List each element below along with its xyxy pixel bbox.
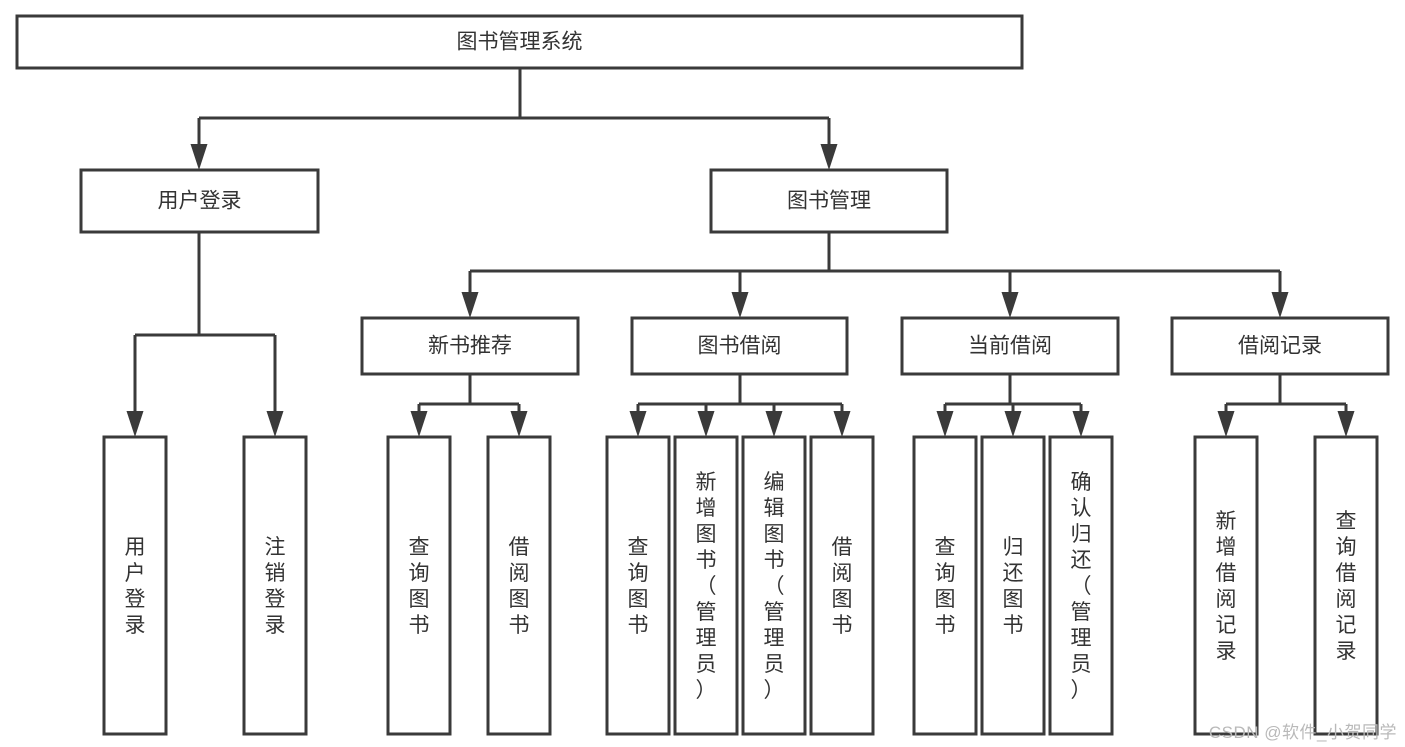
- connector-user-login-to-leaves: [126, 232, 284, 437]
- node-box[interactable]: [1313, 435, 1379, 736]
- node-label: 借阅图书: [832, 536, 853, 637]
- arrow-head-icon: [1271, 292, 1289, 318]
- arrow-head-icon: [697, 411, 715, 437]
- connector-root-to-level2: [190, 68, 838, 170]
- node-label: 新增借阅记录: [1216, 510, 1237, 663]
- node-box[interactable]: [709, 168, 949, 234]
- arrow-head-icon: [629, 411, 647, 437]
- node-label: 新增图书（管理员）: [696, 471, 717, 702]
- node-label: 确认归还（管理员）: [1071, 471, 1092, 702]
- node-box[interactable]: [242, 435, 308, 736]
- arrow-head-icon: [266, 411, 284, 437]
- csdn-watermark: CSDN @软件_小贺同学: [1208, 723, 1397, 742]
- nodes-layer: 图书管理系统用户登录图书管理新书推荐图书借阅当前借阅借阅记录用户登录注销登录查询…: [15, 14, 1390, 736]
- node-label: 用户登录: [125, 536, 146, 637]
- arrow-head-icon: [936, 411, 954, 437]
- leaf-node-leaf-return-book[interactable]: 归还图书: [980, 435, 1046, 736]
- node-box[interactable]: [900, 316, 1120, 376]
- node-box[interactable]: [15, 14, 1024, 70]
- node-box[interactable]: [1170, 316, 1390, 376]
- node-label: 查询图书: [628, 536, 649, 637]
- node-label: 编辑图书（管理员）: [764, 471, 785, 702]
- leaf-node-leaf-add-book[interactable]: 新增图书（管理员）: [673, 435, 739, 736]
- arrow-head-icon: [190, 144, 208, 170]
- arrow-head-icon: [410, 411, 428, 437]
- node-label: 注销登录: [265, 536, 286, 637]
- leaf-node-leaf-edit-book[interactable]: 编辑图书（管理员）: [741, 435, 807, 736]
- node-label: 图书管理: [787, 190, 871, 213]
- connector-book-management-to-level3: [461, 232, 1289, 318]
- node-box[interactable]: [386, 435, 452, 736]
- node-label: 查询借阅记录: [1336, 510, 1357, 663]
- node-box[interactable]: [1193, 435, 1259, 736]
- node-box[interactable]: [980, 435, 1046, 736]
- leaf-node-leaf-confirm-return[interactable]: 确认归还（管理员）: [1048, 435, 1114, 736]
- connector-book-borrow-to-leaves: [629, 374, 851, 437]
- leaf-node-leaf-query-borrow-record[interactable]: 查询借阅记录: [1313, 435, 1379, 736]
- root-node-root[interactable]: 图书管理系统: [15, 14, 1024, 70]
- connector-new-book-recommend-to-leaves: [410, 374, 528, 437]
- connector-current-borrow-to-leaves: [936, 374, 1090, 437]
- node-label: 归还图书: [1003, 536, 1024, 637]
- node-box[interactable]: [79, 168, 320, 234]
- node-box[interactable]: [605, 435, 671, 736]
- node-label: 新书推荐: [428, 335, 512, 358]
- arrow-head-icon: [820, 144, 838, 170]
- arrow-head-icon: [126, 411, 144, 437]
- node-label: 借阅图书: [509, 536, 530, 637]
- leaf-node-leaf-query-book-borrow[interactable]: 查询图书: [605, 435, 671, 736]
- node-label: 借阅记录: [1238, 335, 1322, 358]
- connectors-layer: [126, 68, 1355, 437]
- node-box[interactable]: [673, 435, 739, 736]
- leaf-node-leaf-query-book-recommend[interactable]: 查询图书: [386, 435, 452, 736]
- arrow-head-icon: [1217, 411, 1235, 437]
- node-box[interactable]: [1048, 435, 1114, 736]
- arrow-head-icon: [510, 411, 528, 437]
- node-label: 当前借阅: [968, 335, 1052, 358]
- leaf-node-leaf-borrow-book[interactable]: 借阅图书: [809, 435, 875, 736]
- arrow-head-icon: [1337, 411, 1355, 437]
- node-box[interactable]: [912, 435, 978, 736]
- node-box[interactable]: [809, 435, 875, 736]
- node-label: 查询图书: [935, 536, 956, 637]
- level3-node-current-borrow[interactable]: 当前借阅: [900, 316, 1120, 376]
- arrow-head-icon: [765, 411, 783, 437]
- leaf-node-leaf-query-book-current[interactable]: 查询图书: [912, 435, 978, 736]
- node-box[interactable]: [486, 435, 552, 736]
- node-label: 图书管理系统: [457, 31, 583, 54]
- arrow-head-icon: [1072, 411, 1090, 437]
- arrow-head-icon: [461, 292, 479, 318]
- leaf-node-leaf-borrow-book-recommend[interactable]: 借阅图书: [486, 435, 552, 736]
- leaf-node-leaf-add-borrow-record[interactable]: 新增借阅记录: [1193, 435, 1259, 736]
- level3-node-new-book-recommend[interactable]: 新书推荐: [360, 316, 580, 376]
- node-box[interactable]: [360, 316, 580, 376]
- node-box[interactable]: [741, 435, 807, 736]
- level2-node-book-management[interactable]: 图书管理: [709, 168, 949, 234]
- node-box[interactable]: [630, 316, 849, 376]
- node-label: 查询图书: [409, 536, 430, 637]
- connector-borrow-record-to-leaves: [1217, 374, 1355, 437]
- level3-node-book-borrow[interactable]: 图书借阅: [630, 316, 849, 376]
- arrow-head-icon: [833, 411, 851, 437]
- arrow-head-icon: [1004, 411, 1022, 437]
- node-label: 图书借阅: [698, 335, 782, 358]
- node-box[interactable]: [102, 435, 168, 736]
- leaf-node-leaf-logout-login[interactable]: 注销登录: [242, 435, 308, 736]
- node-label: 用户登录: [158, 190, 242, 213]
- level2-node-user-login[interactable]: 用户登录: [79, 168, 320, 234]
- level3-node-borrow-record[interactable]: 借阅记录: [1170, 316, 1390, 376]
- leaf-node-leaf-user-login[interactable]: 用户登录: [102, 435, 168, 736]
- arrow-head-icon: [1001, 292, 1019, 318]
- arrow-head-icon: [731, 292, 749, 318]
